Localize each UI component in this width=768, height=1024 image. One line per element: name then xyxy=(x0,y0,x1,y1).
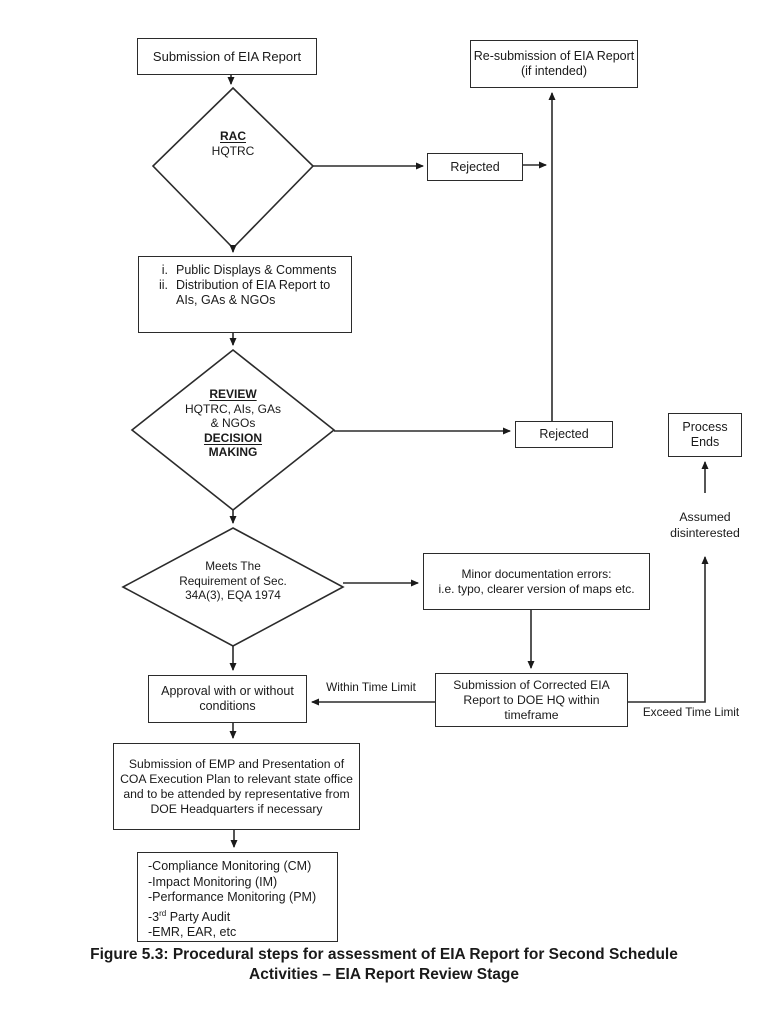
public-displays-box: i. Public Displays & Comments ii. Distri… xyxy=(138,256,352,333)
figure-caption-line1: Figure 5.3: Procedural steps for assessm… xyxy=(90,946,678,963)
minor-errors-box: Minor documentation errors: i.e. typo, c… xyxy=(423,553,650,610)
emp-submission-box: Submission of EMP and Presentation of CO… xyxy=(113,743,360,830)
within-time-limit-label: Within Time Limit xyxy=(326,680,416,694)
submission-box: Submission of EIA Report xyxy=(137,38,317,75)
rejected2-box: Rejected xyxy=(515,421,613,448)
exceed-time-limit-label: Exceed Time Limit xyxy=(642,705,740,719)
corrected-submission-box: Submission of Corrected EIA Report to DO… xyxy=(435,673,628,727)
public-item-2: ii. Distribution of EIA Report to AIs, G… xyxy=(158,278,331,307)
resubmission-box: Re-submission of EIA Report (if intended… xyxy=(470,40,638,88)
meets-requirement-text: Meets The Requirement of Sec. 34A(3), EQ… xyxy=(179,559,287,602)
rac-decision-diamond xyxy=(151,86,315,250)
approval-box: Approval with or without conditions xyxy=(148,675,307,723)
rejected1-box: Rejected xyxy=(427,153,523,181)
review-decision-text: REVIEW HQTRC, AIs, GAs & NGOs DECISION M… xyxy=(184,387,281,459)
process-ends-box: Process Ends xyxy=(668,413,742,457)
figure-caption-line2: Activities – EIA Report Review Stage xyxy=(249,966,519,983)
monitoring-audit-line: -3rd Party Audit xyxy=(148,908,231,924)
rac-decision-text: RAC HQTRC xyxy=(211,129,255,158)
figure-caption: Figure 5.3: Procedural steps for assessm… xyxy=(10,945,758,985)
arrow-exceed-time-limit xyxy=(628,556,709,703)
assumed-disinterested-label: Assumed disinterested xyxy=(670,510,740,540)
monitoring-box: -Compliance Monitoring (CM) -Impact Moni… xyxy=(137,852,338,942)
public-item-1: i. Public Displays & Comments xyxy=(161,263,337,277)
